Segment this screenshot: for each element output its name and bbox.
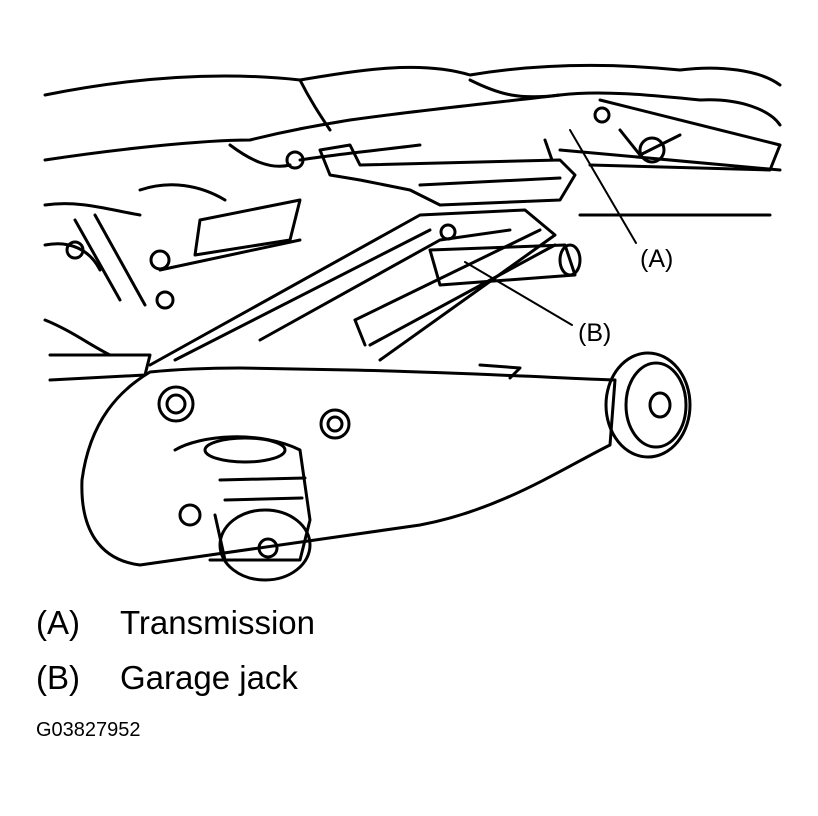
- jack-under-transmission-illustration: [43, 63, 782, 582]
- jack-lift-arm: [148, 208, 557, 367]
- leader-line-a: [569, 129, 637, 244]
- leader-line-b: [464, 261, 573, 326]
- legend-item-garage-jack: (B) Garage jack: [36, 661, 298, 694]
- legend-key: (B): [36, 659, 80, 696]
- legend-label: Transmission: [120, 604, 315, 641]
- callout-label-a: (A): [640, 245, 674, 273]
- transmission-outline: [43, 63, 782, 357]
- figure-id: G03827952: [36, 719, 141, 741]
- jack-hydraulic-cylinder: [428, 223, 582, 287]
- transmission-pan: [318, 138, 577, 207]
- jack-frame: [48, 353, 617, 567]
- legend-key: (A): [36, 604, 80, 641]
- jack-rear-caster: [173, 435, 312, 582]
- jack-front-roller: [604, 351, 692, 459]
- legend-label: Garage jack: [120, 659, 298, 696]
- callout-label-b: (B): [578, 319, 612, 347]
- legend-item-transmission: (A) Transmission: [36, 606, 315, 639]
